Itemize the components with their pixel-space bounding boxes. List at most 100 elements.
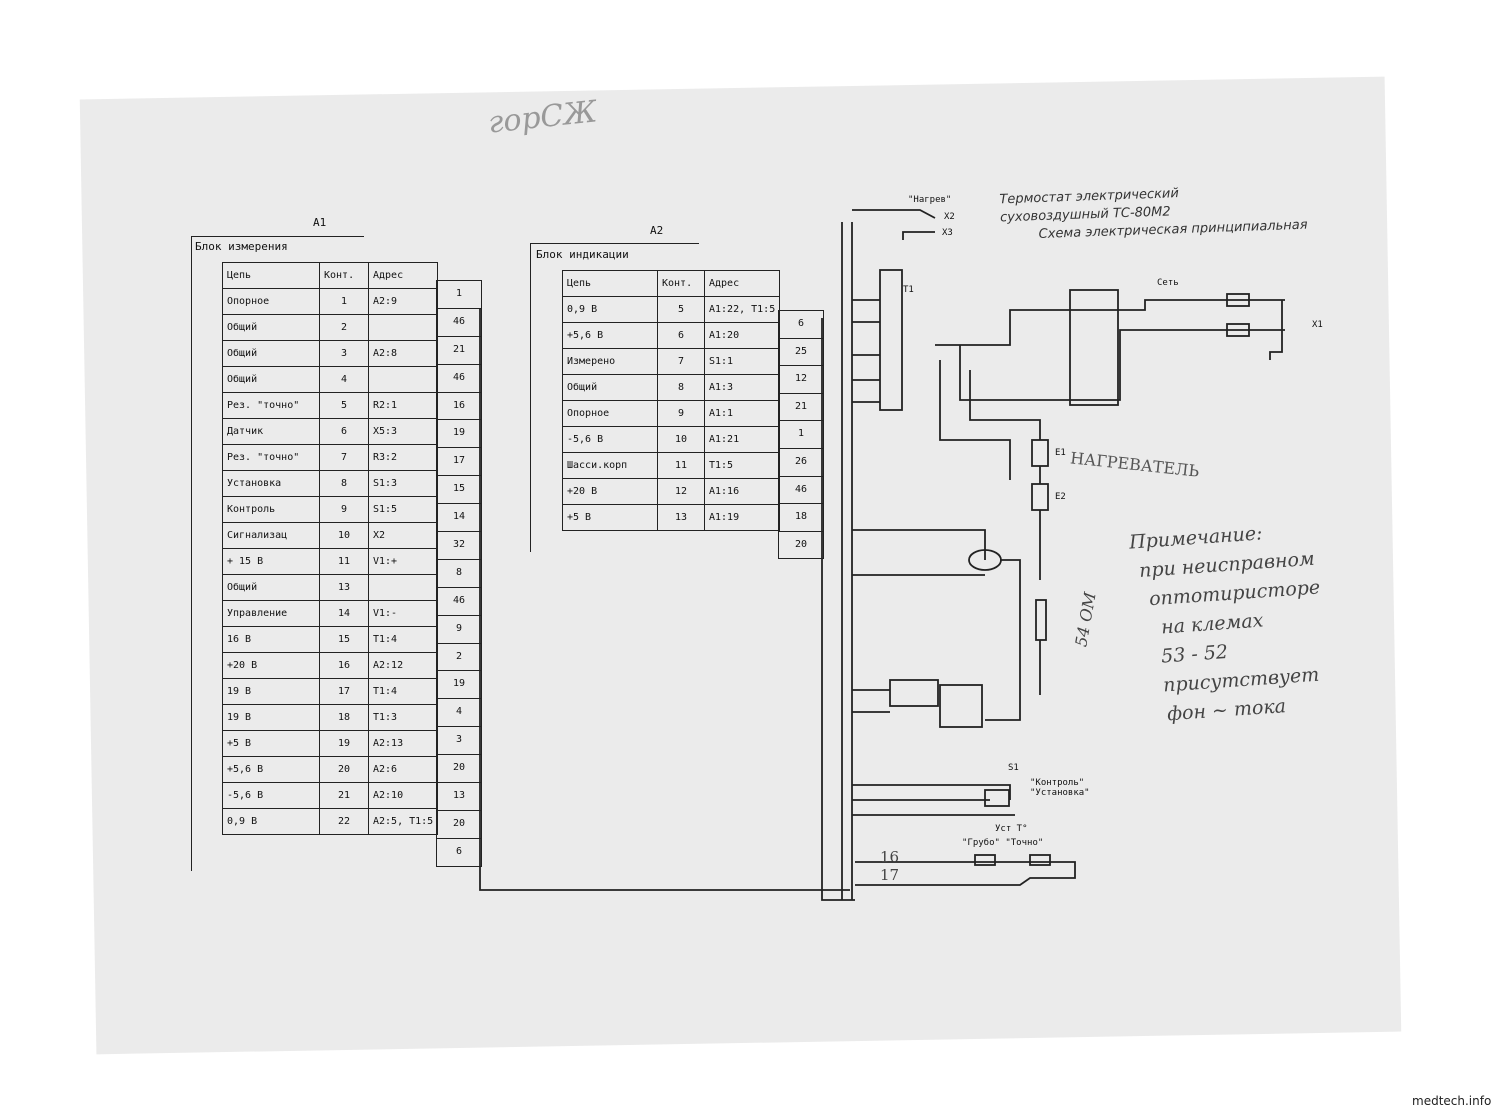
wire-number: 19 — [436, 671, 482, 700]
switch-s1-wires — [852, 784, 1015, 816]
label-e2: Е2 — [1055, 492, 1066, 502]
a1-col-header: Цепь — [222, 262, 320, 289]
heater-feed-2 — [969, 370, 1041, 440]
a1-cell: V1:+ — [367, 548, 439, 575]
wire-number: 17 — [436, 448, 482, 477]
connector-xs — [889, 679, 939, 707]
a1-block-name: Блок измерения — [195, 240, 288, 253]
resistor-coarse — [974, 854, 996, 866]
a1-cell: R3:2 — [367, 444, 439, 471]
a1-cell: Общий — [222, 574, 320, 601]
sensor-resistor — [1035, 599, 1047, 641]
a2-frame — [530, 243, 699, 552]
a1-cell: 19 В — [222, 678, 320, 705]
label-wire-16: 16 — [880, 848, 900, 866]
wire-number: 14 — [436, 504, 482, 533]
label-coarse-fine: "Грубо" "Точно" — [962, 838, 1044, 848]
bus-line-a1 — [479, 308, 850, 891]
a1-cell: -5,6 В — [222, 782, 320, 809]
network-line-2 — [959, 329, 1285, 401]
wire-number: 8 — [436, 559, 482, 588]
resistor-fine — [1029, 854, 1051, 866]
a1-col-header: Конт. — [319, 262, 369, 289]
a1-cell: 21 — [319, 782, 369, 809]
a1-cell: 18 — [319, 704, 369, 731]
a1-frame — [191, 236, 364, 871]
wire-number: 6 — [778, 311, 824, 339]
a1-cell: 13 — [319, 574, 369, 601]
a2-cell: А1:3 — [703, 374, 781, 401]
fuse-f2 — [1226, 323, 1250, 337]
a2-cell: 0,9 В — [562, 296, 658, 323]
label-network: Сеть — [1157, 278, 1179, 288]
wire-number: 15 — [436, 476, 482, 505]
a1-cell: Установка — [222, 470, 320, 497]
a2-designator: А2 — [650, 224, 664, 237]
wire-number: 3 — [436, 727, 482, 756]
a1-cell: Т1:4 — [367, 678, 439, 705]
wire-number: 46 — [436, 587, 482, 616]
wire-number: 26 — [778, 448, 824, 477]
a1-cell: Опорное — [222, 288, 320, 315]
a1-cell: А2:5, Т1:5 — [367, 808, 439, 835]
a1-cell: 0,9 В — [222, 808, 320, 835]
bus-line-a2 — [821, 318, 855, 901]
a1-cell: Х2 — [367, 522, 439, 549]
a2-col-header: Цепь — [562, 270, 658, 297]
wire-number: 25 — [778, 338, 824, 367]
a2-cell: А1:20 — [703, 322, 781, 349]
transformer-t1 — [879, 269, 903, 411]
wire-number: 19 — [436, 420, 482, 449]
a2-col-header: Конт. — [657, 270, 705, 297]
a2-cell: А1:19 — [703, 504, 781, 531]
wire-x3 — [902, 231, 935, 240]
handwritten-note: Примечание: при неисправном оптотиристор… — [1128, 512, 1382, 731]
label-set-temp: Уст Т° — [995, 824, 1028, 834]
label-control-setting: "Контроль" "Установка" — [1030, 778, 1090, 798]
label-x3: Х3 — [942, 228, 953, 238]
heater-e1 — [1031, 439, 1049, 467]
a1-cell: 3 — [319, 340, 369, 367]
wire-number: 2 — [436, 643, 482, 672]
a1-cell: S1:3 — [367, 470, 439, 497]
a2-cell: Измерено — [562, 348, 658, 375]
wire-number: 20 — [436, 810, 482, 839]
wire-number: 18 — [778, 504, 824, 532]
opto-output — [985, 559, 1021, 721]
label-x1: Х1 — [1312, 320, 1323, 330]
wire-number: 1 — [778, 421, 824, 449]
a1-cell: А2:9 — [367, 288, 439, 315]
a1-cell: 16 — [319, 652, 369, 679]
a1-cell: 8 — [319, 470, 369, 497]
wire-number: 9 — [436, 615, 482, 644]
a1-cell: 5 — [319, 392, 369, 419]
a2-header-row: Цепь Конт. Адрес — [562, 270, 781, 297]
a1-cell: 6 — [319, 418, 369, 445]
label-heating: "Нагрев" — [908, 195, 952, 205]
a1-cell: Контроль — [222, 496, 320, 523]
footer-watermark: medtech.info — [1412, 1094, 1492, 1108]
a2-block-name: Блок индикации — [536, 248, 629, 261]
wire-number: 20 — [778, 531, 824, 560]
label-t1: Т1 — [903, 285, 914, 295]
wire-number: 32 — [436, 532, 482, 560]
t1-leads — [852, 299, 880, 403]
a1-cell: 1 — [319, 288, 369, 315]
a1-col-header: Адрес — [367, 262, 439, 289]
wire-number: 12 — [778, 366, 824, 394]
connector-wires — [852, 689, 890, 713]
